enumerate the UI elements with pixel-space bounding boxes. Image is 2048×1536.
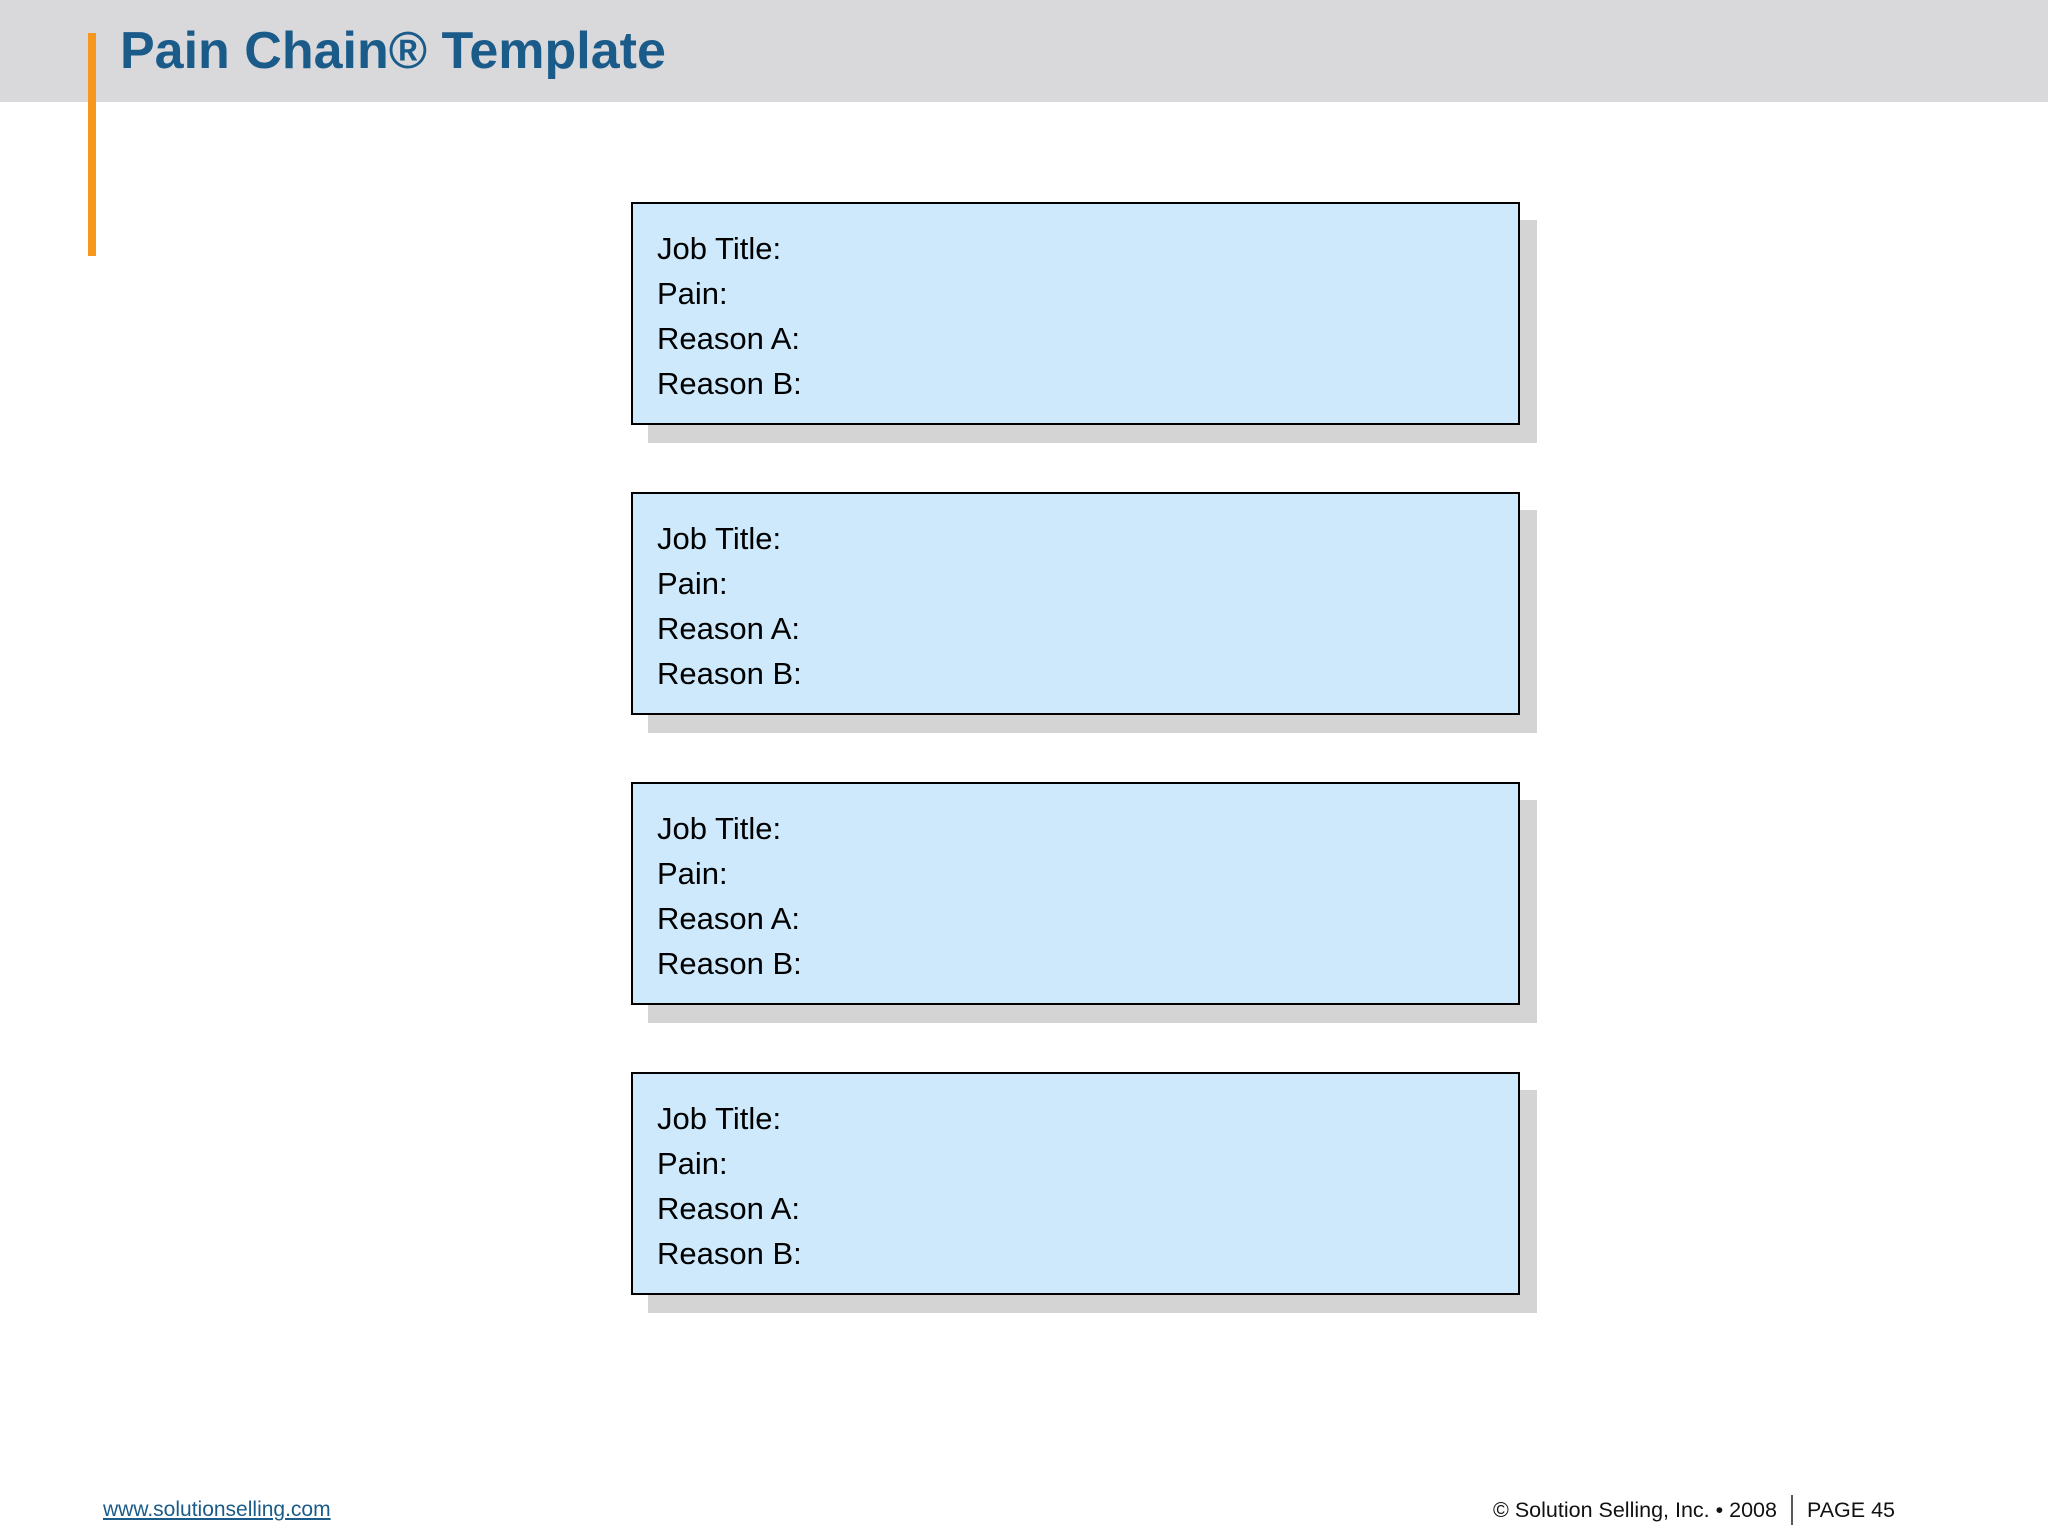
job-title-label: Job Title: <box>657 811 782 846</box>
pain-label: Pain: <box>657 276 728 311</box>
pain-label: Pain: <box>657 1146 728 1181</box>
page-title: Pain Chain® Template <box>120 22 666 80</box>
footer-page-number: PAGE 45 <box>1806 1497 1895 1522</box>
reason-a-label: Reason A: <box>657 611 801 646</box>
pain-label: Pain: <box>657 856 728 891</box>
job-title-label: Job Title: <box>657 1101 782 1136</box>
reason-b-label: Reason B: <box>657 1236 802 1271</box>
header-band <box>0 0 2048 102</box>
footer-right: © Solution Selling, Inc. • 2008 PAGE 45 <box>1493 1493 1895 1527</box>
footer-website-link[interactable]: www.solutionselling.com <box>103 1498 331 1521</box>
accent-bar <box>88 33 96 256</box>
pain-box-3: Job Title: Pain: Reason A: Reason B: <box>631 782 1520 1005</box>
job-title-label: Job Title: <box>657 231 782 266</box>
reason-a-label: Reason A: <box>657 321 801 356</box>
pain-box-4: Job Title: Pain: Reason A: Reason B: <box>631 1072 1520 1295</box>
reason-b-label: Reason B: <box>657 946 802 981</box>
pain-label: Pain: <box>657 566 728 601</box>
pain-box-1: Job Title: Pain: Reason A: Reason B: <box>631 202 1520 425</box>
pain-chain-boxes: Job Title: Pain: Reason A: Reason B: Job… <box>631 202 1520 1362</box>
reason-a-label: Reason A: <box>657 901 801 936</box>
reason-b-label: Reason B: <box>657 366 802 401</box>
job-title-label: Job Title: <box>657 521 782 556</box>
reason-a-label: Reason A: <box>657 1191 801 1226</box>
footer-separator <box>1790 1495 1793 1525</box>
footer-copyright: © Solution Selling, Inc. • 2008 <box>1493 1497 1777 1522</box>
pain-box-2: Job Title: Pain: Reason A: Reason B: <box>631 492 1520 715</box>
reason-b-label: Reason B: <box>657 656 802 691</box>
